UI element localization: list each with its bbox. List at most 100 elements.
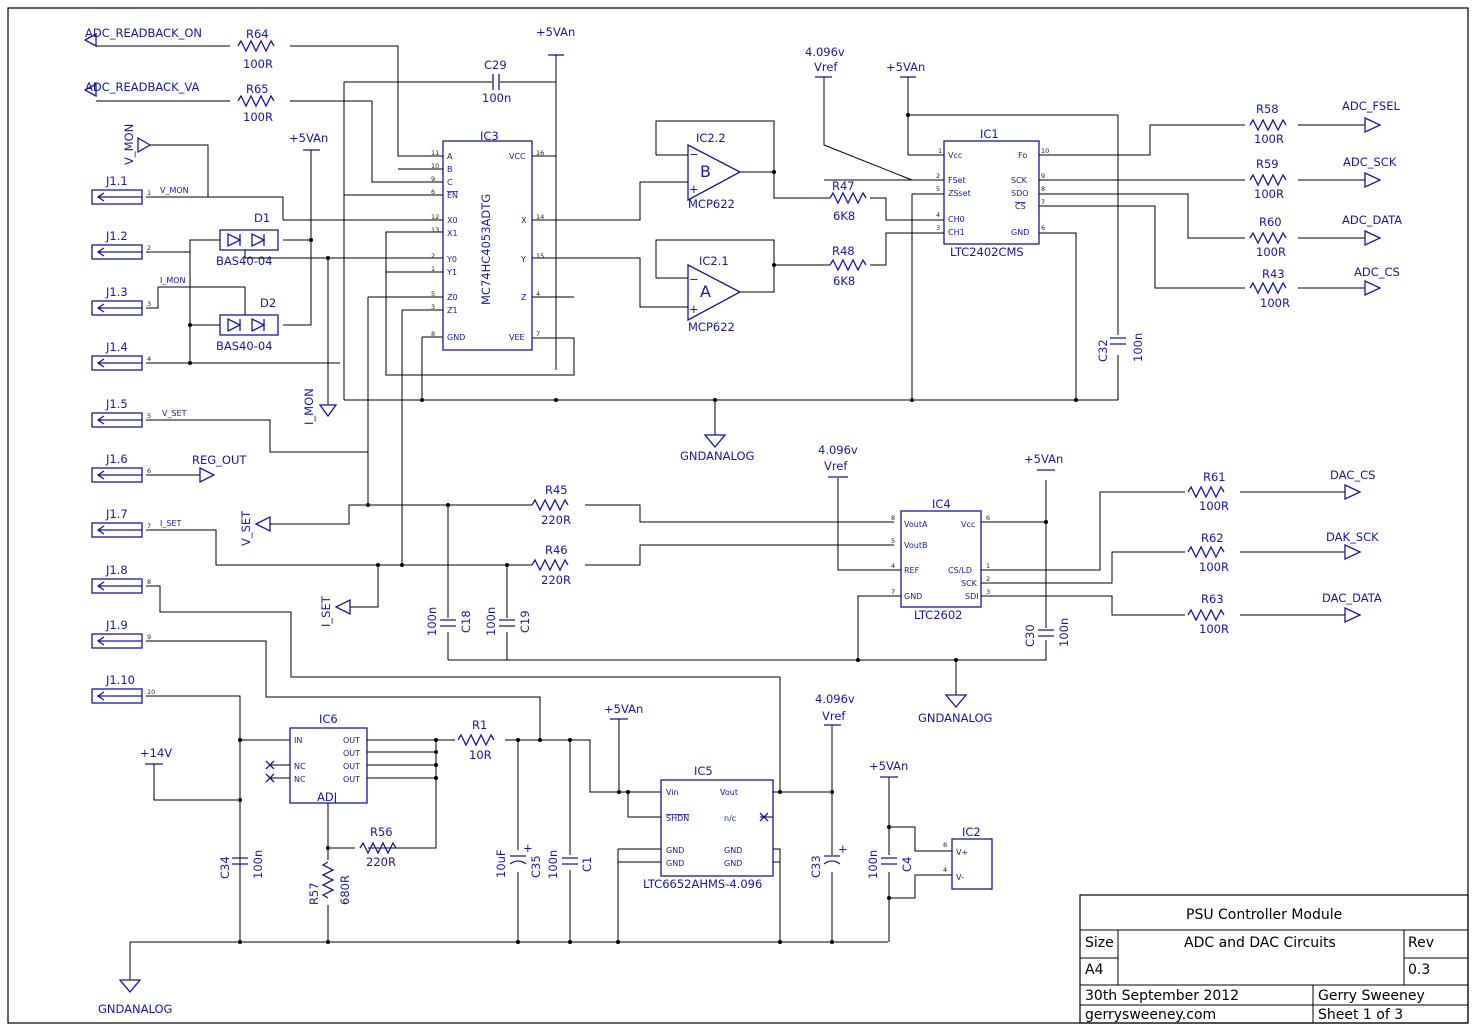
svg-text:GND: GND [666,859,684,868]
connector-pin-label: J1.1 [105,174,128,188]
ic6-regulator: IC6 ADJ IN NC NC OUT OUT OUT OUT [265,712,661,944]
title-block-size: A4 [1085,962,1104,978]
connector-pin-label: J1.10 [105,673,135,687]
svg-text:REF: REF [904,566,920,575]
svg-text:15: 15 [536,252,544,260]
readback-section: ADC_READBACK_ON ADC_READBACK_VA R64 100R… [83,25,575,376]
connector-pin: J1.77 [91,507,151,538]
svg-text:10: 10 [1041,147,1049,155]
svg-text:3: 3 [936,224,940,232]
ic2-1-unit: A [700,282,711,301]
d1-value: BAS40-04 [216,254,272,268]
svg-text:6: 6 [986,514,990,522]
ic2-1-ref: IC2.1 [699,254,729,268]
svg-text:10: 10 [147,688,155,696]
r45-ref: R45 [545,483,568,497]
resistor-r56: R56 220R [359,825,397,869]
svg-text:VoutB: VoutB [904,541,927,550]
resistor-r43: R43 100R [1249,267,1290,310]
svg-text:−: − [689,147,699,161]
ic1-ref: IC1 [980,127,999,141]
title-block-title: PSU Controller Module [1186,907,1342,923]
d2-value: BAS40-04 [216,339,272,353]
ic3-pin-label: Y1 [446,268,457,277]
ic5-part: LTC6652AHMS-4.096 [643,877,762,891]
resistor-r64: R64 100R [237,27,275,71]
ic4-part: LTC2602 [914,608,962,622]
ic3-pin-label: A [447,152,453,161]
svg-text:3: 3 [147,300,151,308]
capacitor-c4: 100n C4 [866,850,914,879]
ic4-ref: IC4 [932,497,951,511]
ic2-2-ref: IC2.2 [696,131,726,145]
diode-d1: D1 BAS40-04 [216,211,279,268]
ic2-2-unit: B [700,162,711,181]
ic3-pin-label: Y0 [446,255,457,264]
net-reg-out: REG_OUT [192,453,247,467]
r46-ref: R46 [545,543,568,557]
connector-pin-label: J1.9 [105,618,128,632]
connector-pin-label: J1.8 [105,563,128,577]
net-dac-data: DAC_DATA [1322,591,1382,605]
ic3-pin-label: X0 [447,216,458,225]
svg-text:7: 7 [891,588,895,596]
d1-ref: D1 [254,211,270,225]
svg-text:Vout: Vout [720,788,738,797]
svg-text:9: 9 [1041,172,1045,180]
r65-ref: R65 [246,82,269,96]
svg-text:IN: IN [294,736,302,745]
svg-text:CH1: CH1 [948,228,965,237]
r43-value: 100R [1260,296,1290,310]
title-block-website: gerrysweeney.com [1085,1007,1216,1023]
ic5-body [660,779,774,877]
svg-text:+: + [523,841,533,855]
bottom-wiring: +14V GNDANALOG [98,585,888,1016]
title-block-sheet: Sheet 1 of 3 [1318,1007,1403,1023]
resistor-r57: R57 680R [307,861,352,905]
connector-pin-label: J1.4 [105,340,128,354]
ic2-2-part: MCP622 [688,197,735,211]
net-plus5van-3: +5VAn [289,131,328,145]
ic6-ref: IC6 [319,712,338,726]
svg-text:n/c: n/c [724,814,736,823]
svg-text:3: 3 [431,303,435,311]
net-adc-sck: ADC_SCK [1343,155,1397,169]
resistor-r46: R46 220R [531,543,571,587]
r48-ref: R48 [832,244,855,258]
monitor-section: V_MON V_MON I_MON +5VAn D1 BAS40-04 D2 B… [122,124,340,425]
svg-text:13: 13 [431,226,439,234]
r62-value: 100R [1199,560,1229,574]
connector-pin-label: J1.5 [105,397,128,411]
svg-text:7: 7 [147,522,151,530]
ic2-ref: IC2 [962,825,981,839]
net-adc-readback-on: ADC_READBACK_ON [85,26,202,40]
ic3-pin-label: Z [521,293,527,302]
connector-pin: J1.11 [91,174,151,205]
net-plus5van-2: +5VAn [886,60,925,74]
r1-value: 10R [469,748,492,762]
resistor-r1: R1 10R [457,718,495,762]
r57-ref: R57 [307,882,321,905]
net-v-mon: V_MON [122,124,136,165]
ic3-pin-label: Y [520,255,526,264]
svg-text:12: 12 [431,213,439,221]
resistor-r63: R63 100R [1187,592,1229,636]
vref-label-2: Vref [824,459,848,473]
opamp-ic2-2: IC2.2 B − + MCP622 [655,120,934,221]
vref-value-3: 4.096v [815,692,855,706]
c35-value: 10uF [494,849,508,878]
r56-value: 220R [366,855,396,869]
c19-value: 100n [484,607,498,636]
c29-ref: C29 [484,58,507,72]
svg-text:5: 5 [431,290,435,298]
svg-text:4: 4 [891,562,895,570]
net-plus14v: +14V [140,746,172,760]
c1-value: 100n [546,850,560,879]
svg-text:6: 6 [1041,224,1045,232]
svg-text:8: 8 [147,578,151,586]
wire-label-v-mon: V_MON [160,186,189,195]
svg-text:GND: GND [724,859,742,868]
svg-text:11: 11 [431,149,439,157]
svg-text:V+: V+ [956,848,968,857]
